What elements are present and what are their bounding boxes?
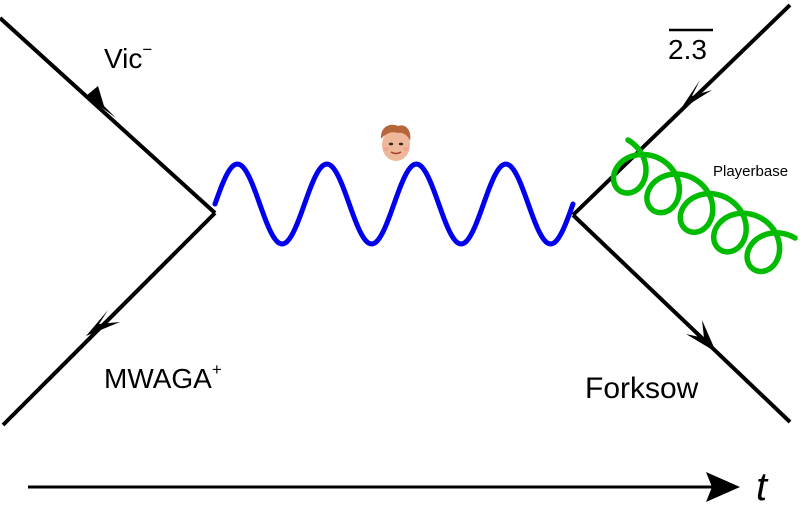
gluon-curly-line: [610, 137, 798, 275]
fermion-line-bottom-left: [1, 211, 217, 427]
fermion-line-top-left: [0, 16, 217, 215]
time-axis-arrow-icon: [706, 472, 740, 502]
photon-wavy-line: [212, 161, 576, 247]
arrow-bottom-right-icon: [686, 320, 716, 352]
label-bottom-right: Forksow: [585, 372, 699, 405]
label-top-left: Vic−: [104, 40, 152, 74]
arrow-top-right-icon: [680, 80, 712, 110]
fermion-line-bottom-right: [571, 213, 792, 424]
label-top-right: 2.3: [668, 34, 707, 65]
arrow-top-left-icon: [86, 86, 116, 118]
time-axis-label: t: [756, 465, 769, 509]
face-avatar-icon: [380, 124, 411, 161]
label-bottom-left: MWAGA+: [104, 360, 222, 394]
fermion-line-top-right: [571, 3, 792, 217]
label-gluon: Playerbase: [713, 163, 788, 180]
arrow-bottom-left-icon: [86, 310, 120, 336]
